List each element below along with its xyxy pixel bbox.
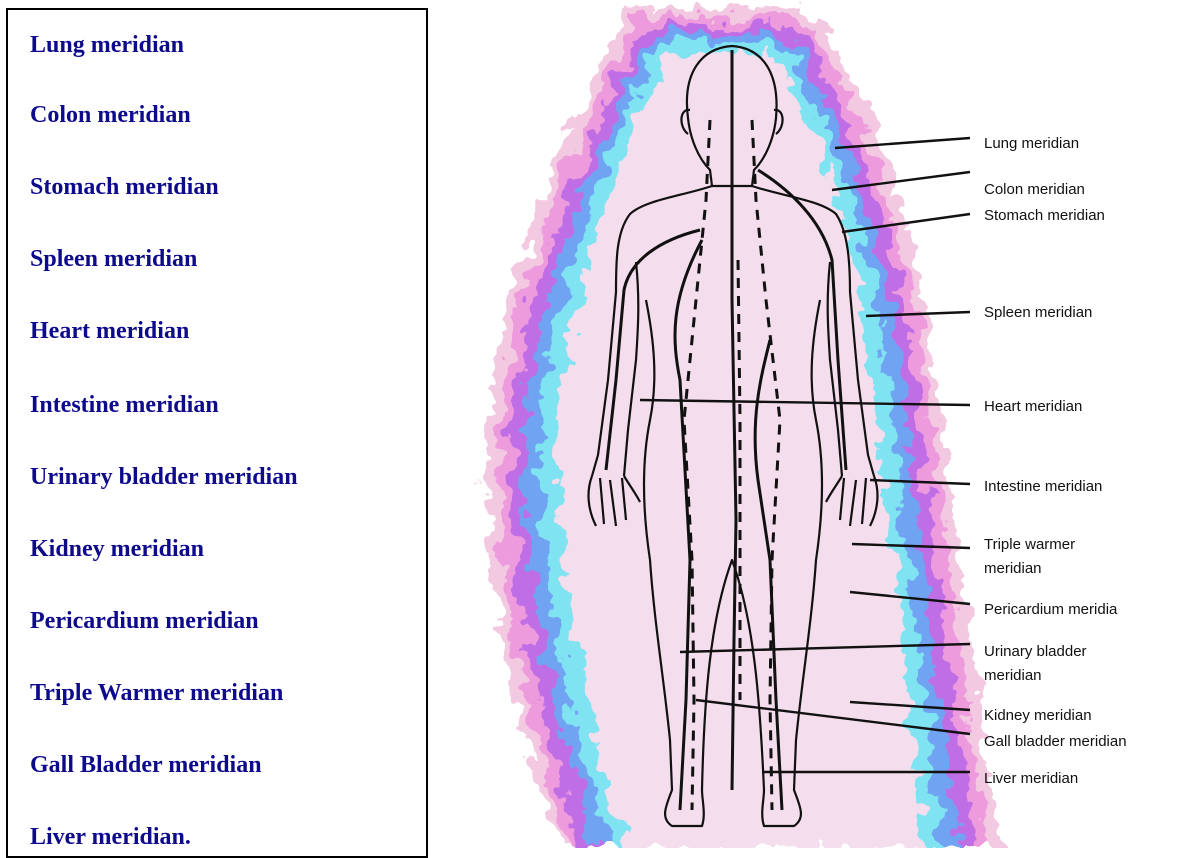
list-item-liver: Liver meridian. xyxy=(30,824,191,851)
callout-heart: Heart meridian xyxy=(984,398,1082,415)
callout-labels: Lung meridian Colon meridian Stomach mer… xyxy=(984,135,1127,787)
callout-spleen: Spleen meridian xyxy=(984,304,1092,321)
callout-intestine: Intestine meridian xyxy=(984,478,1102,495)
list-item-pericardium: Pericardium meridian xyxy=(30,608,259,635)
list-item-kidney: Kidney meridian xyxy=(30,536,204,563)
callout-lung: Lung meridian xyxy=(984,135,1079,152)
callout-urinary-bladder: Urinary bladder meridian xyxy=(984,643,1091,684)
callout-kidney: Kidney meridian xyxy=(984,707,1092,724)
callout-pericardium: Pericardium meridia xyxy=(984,601,1118,618)
callout-triple-warmer: Triple warmer meridian xyxy=(984,536,1079,577)
list-item-urinary-bladder: Urinary bladder meridian xyxy=(30,464,298,491)
list-item-gall-bladder: Gall Bladder meridian xyxy=(30,752,262,779)
callout-gall-bladder: Gall bladder meridian xyxy=(984,733,1127,750)
list-item-stomach: Stomach meridian xyxy=(30,174,219,201)
list-item-spleen: Spleen meridian xyxy=(30,246,197,273)
list-item-intestine: Intestine meridian xyxy=(30,392,219,419)
callout-stomach: Stomach meridian xyxy=(984,207,1105,224)
meridian-diagram: Lung meridian Colon meridian Stomach mer… xyxy=(440,0,1192,848)
list-item-triple-warmer: Triple Warmer meridian xyxy=(30,680,283,707)
callout-liver: Liver meridian xyxy=(984,770,1078,787)
aura-glow xyxy=(487,10,1000,848)
list-item-lung: Lung meridian xyxy=(30,32,184,59)
meridian-list-box: Lung meridian Colon meridian Stomach mer… xyxy=(6,8,428,858)
list-item-colon: Colon meridian xyxy=(30,102,191,129)
callout-colon: Colon meridian xyxy=(984,181,1085,198)
list-item-heart: Heart meridian xyxy=(30,318,189,345)
